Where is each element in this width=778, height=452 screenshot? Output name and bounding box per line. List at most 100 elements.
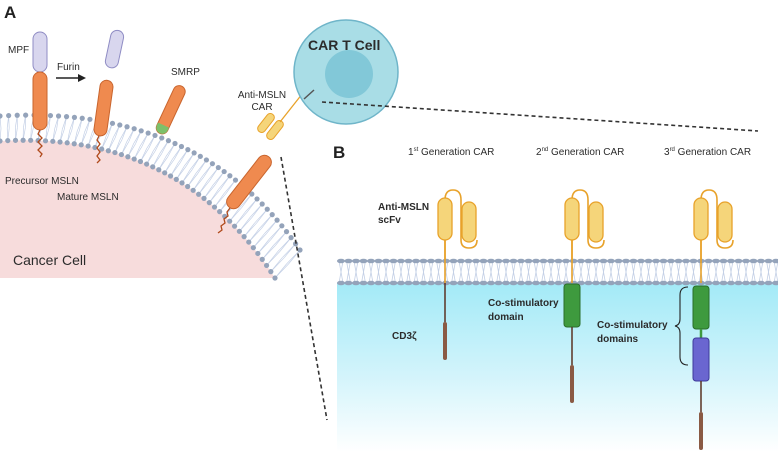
lipid-head — [55, 113, 62, 119]
scfv-vh — [693, 197, 709, 241]
lipid-head — [734, 280, 743, 286]
lipid-head — [156, 167, 162, 173]
lipid-head — [64, 140, 70, 146]
lipid-head — [246, 239, 252, 245]
lipid-head — [622, 258, 630, 264]
cancer-cell — [0, 140, 275, 278]
lipid-head — [727, 258, 735, 264]
lipid-head — [449, 280, 458, 286]
lipid-head — [6, 112, 12, 119]
generation-headers: 1st Generation CAR 2nd Generation CAR 3r… — [408, 147, 751, 158]
lipid-head — [712, 258, 720, 264]
lipid-head — [150, 164, 156, 170]
smrp-label: SMRP — [171, 67, 200, 78]
lipid-head — [457, 258, 465, 264]
lipid-head — [404, 280, 413, 286]
mature-msln-label: Mature MSLN — [57, 192, 119, 203]
lipid-head — [577, 258, 585, 264]
lipid-head — [742, 258, 750, 264]
lipid-head — [137, 158, 144, 165]
lipid-head — [464, 258, 473, 264]
lipid-head — [674, 258, 683, 264]
lipid-head — [517, 280, 525, 286]
lipid-head — [652, 280, 660, 286]
lipid-head — [472, 258, 480, 264]
lipid-head — [138, 128, 144, 134]
lipid-head — [99, 146, 105, 152]
lipid-head — [689, 280, 698, 286]
lipid-head — [532, 280, 540, 286]
lipid-head — [71, 141, 77, 147]
lipid-head — [196, 191, 202, 197]
lipid-head — [131, 126, 137, 132]
lipid-head — [337, 258, 345, 264]
lipid-head — [20, 137, 26, 143]
lipid-head — [584, 258, 593, 264]
lipid-head — [412, 280, 420, 286]
lipid-head — [607, 258, 615, 264]
costims-label-1: Co-stimulatory — [597, 320, 668, 331]
lipid-head — [757, 280, 765, 286]
panel-a-label: A — [4, 3, 16, 22]
lipid-head — [712, 280, 720, 286]
lipid-head — [131, 156, 137, 162]
lipid-head — [397, 258, 405, 264]
car-gen-1 — [437, 189, 478, 360]
lipid-head — [145, 130, 151, 136]
panel-b-label: B — [333, 143, 345, 162]
lipid-head — [734, 258, 743, 264]
lipid-head — [288, 235, 294, 241]
lipid-head — [772, 280, 778, 286]
lipid-head — [268, 269, 274, 275]
car-t-cell-label: CAR T Cell — [308, 37, 380, 53]
lipid-head — [464, 280, 473, 286]
lipid-head — [274, 217, 280, 223]
lipid-head — [727, 280, 735, 286]
lipid-head — [173, 176, 179, 182]
lipid-head — [637, 280, 645, 286]
mpf-label: MPF — [8, 45, 29, 56]
scfv-label-2: scFv — [378, 215, 401, 226]
lipid-head — [71, 114, 78, 120]
lipid-head — [494, 280, 503, 286]
lipid-head — [352, 280, 360, 286]
lipid-head — [487, 280, 495, 286]
lipid-head — [509, 258, 518, 264]
scfv-vh — [437, 197, 453, 241]
bound-msln — [217, 154, 272, 234]
lipid-head — [389, 280, 398, 286]
lipid-head — [5, 137, 11, 144]
lipid-head — [629, 258, 638, 264]
lipid-head — [272, 275, 278, 281]
lipid-head — [344, 280, 353, 286]
lipid-head — [249, 191, 255, 197]
lipid-head — [57, 139, 63, 145]
lipid-head — [337, 280, 345, 286]
lipid-head — [502, 280, 510, 286]
mature-msln-domain — [93, 79, 114, 137]
lipid-head — [659, 280, 668, 286]
lipid-head — [517, 258, 525, 264]
lipid-head — [772, 258, 778, 264]
lipid-head — [404, 258, 413, 264]
cancer-cell-label: Cancer Cell — [13, 252, 86, 268]
lipid-head — [87, 116, 93, 122]
lipid-head — [487, 258, 495, 264]
lipid-head — [524, 280, 533, 286]
cd3z-domain — [443, 322, 447, 360]
lipid-head — [217, 209, 223, 215]
cd3z-domain — [570, 365, 574, 403]
lipid-head — [532, 258, 540, 264]
lipid-head — [211, 204, 218, 210]
lipid-head — [85, 143, 91, 149]
lipid-head — [124, 124, 130, 130]
lipid-head — [509, 280, 518, 286]
lipid-head — [382, 258, 390, 264]
lipid-head — [764, 258, 773, 264]
lipid-head — [109, 120, 116, 126]
lipid-head — [427, 280, 435, 286]
lipid-head — [227, 218, 233, 224]
lipid-head — [167, 173, 174, 179]
costim-label-2: domain — [488, 312, 524, 323]
lipid-head — [172, 140, 178, 147]
